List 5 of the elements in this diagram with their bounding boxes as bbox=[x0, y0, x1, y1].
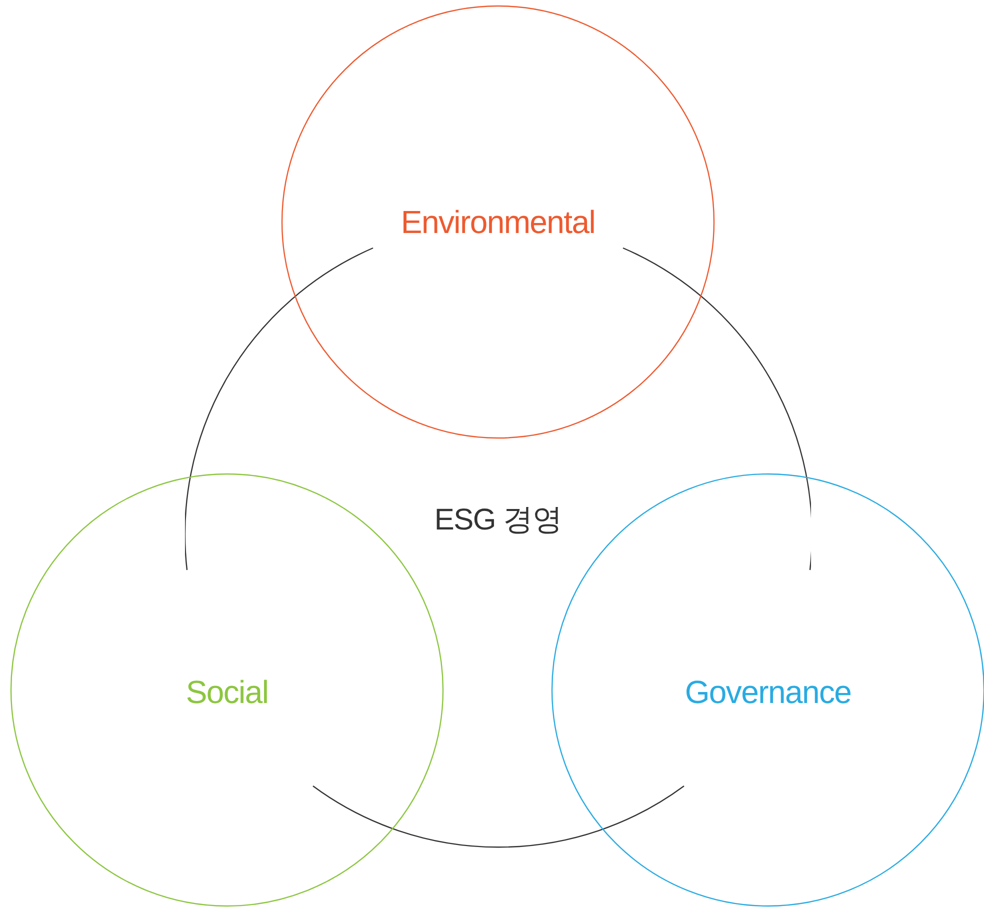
center-label: ESG 경영 bbox=[434, 502, 562, 538]
circle-label: Environmental bbox=[400, 203, 596, 242]
venn-circle bbox=[281, 5, 715, 439]
circle-label: Governance bbox=[684, 673, 852, 712]
circle-label: Social bbox=[186, 673, 268, 712]
